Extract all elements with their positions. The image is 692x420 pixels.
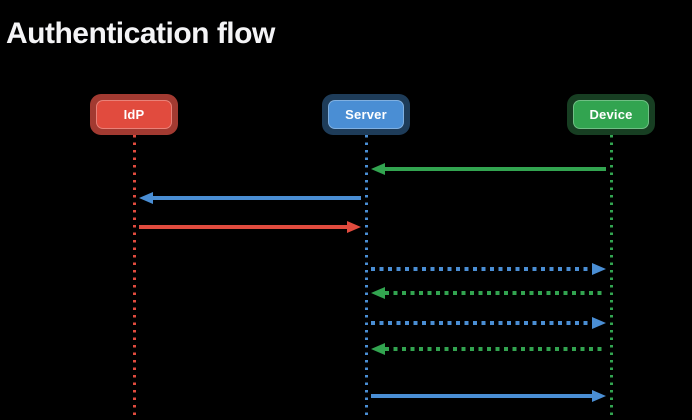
actor-device: Device [567,94,655,135]
message-line-8 [371,394,592,398]
actor-server: Server [322,94,410,135]
message-line-2 [153,196,361,200]
message-device-to-server [371,163,606,175]
actor-label-server: Server [328,100,404,129]
lifeline-idp [132,135,136,420]
arrowhead-left-icon [371,163,385,175]
message-line-3 [139,225,347,229]
message-server-to-device [371,263,606,275]
message-line-4 [371,267,592,271]
lifeline-device [609,135,613,420]
message-server-to-idp [139,192,361,204]
page-title: Authentication flow [6,17,275,50]
message-line-5 [385,291,606,295]
arrowhead-right-icon [592,317,606,329]
actor-label-device: Device [573,100,649,129]
message-server-to-device [371,317,606,329]
message-device-to-server [371,343,606,355]
arrowhead-right-icon [592,390,606,402]
actor-idp: IdP [90,94,178,135]
message-line-6 [371,321,592,325]
message-server-to-device [371,390,606,402]
message-line-7 [385,347,606,351]
lifeline-server [364,135,368,420]
arrowhead-left-icon [371,343,385,355]
arrowhead-right-icon [347,221,361,233]
arrowhead-right-icon [592,263,606,275]
arrowhead-left-icon [139,192,153,204]
message-line-1 [385,167,606,171]
message-idp-to-server [139,221,361,233]
arrowhead-left-icon [371,287,385,299]
actor-label-idp: IdP [96,100,172,129]
message-device-to-server [371,287,606,299]
